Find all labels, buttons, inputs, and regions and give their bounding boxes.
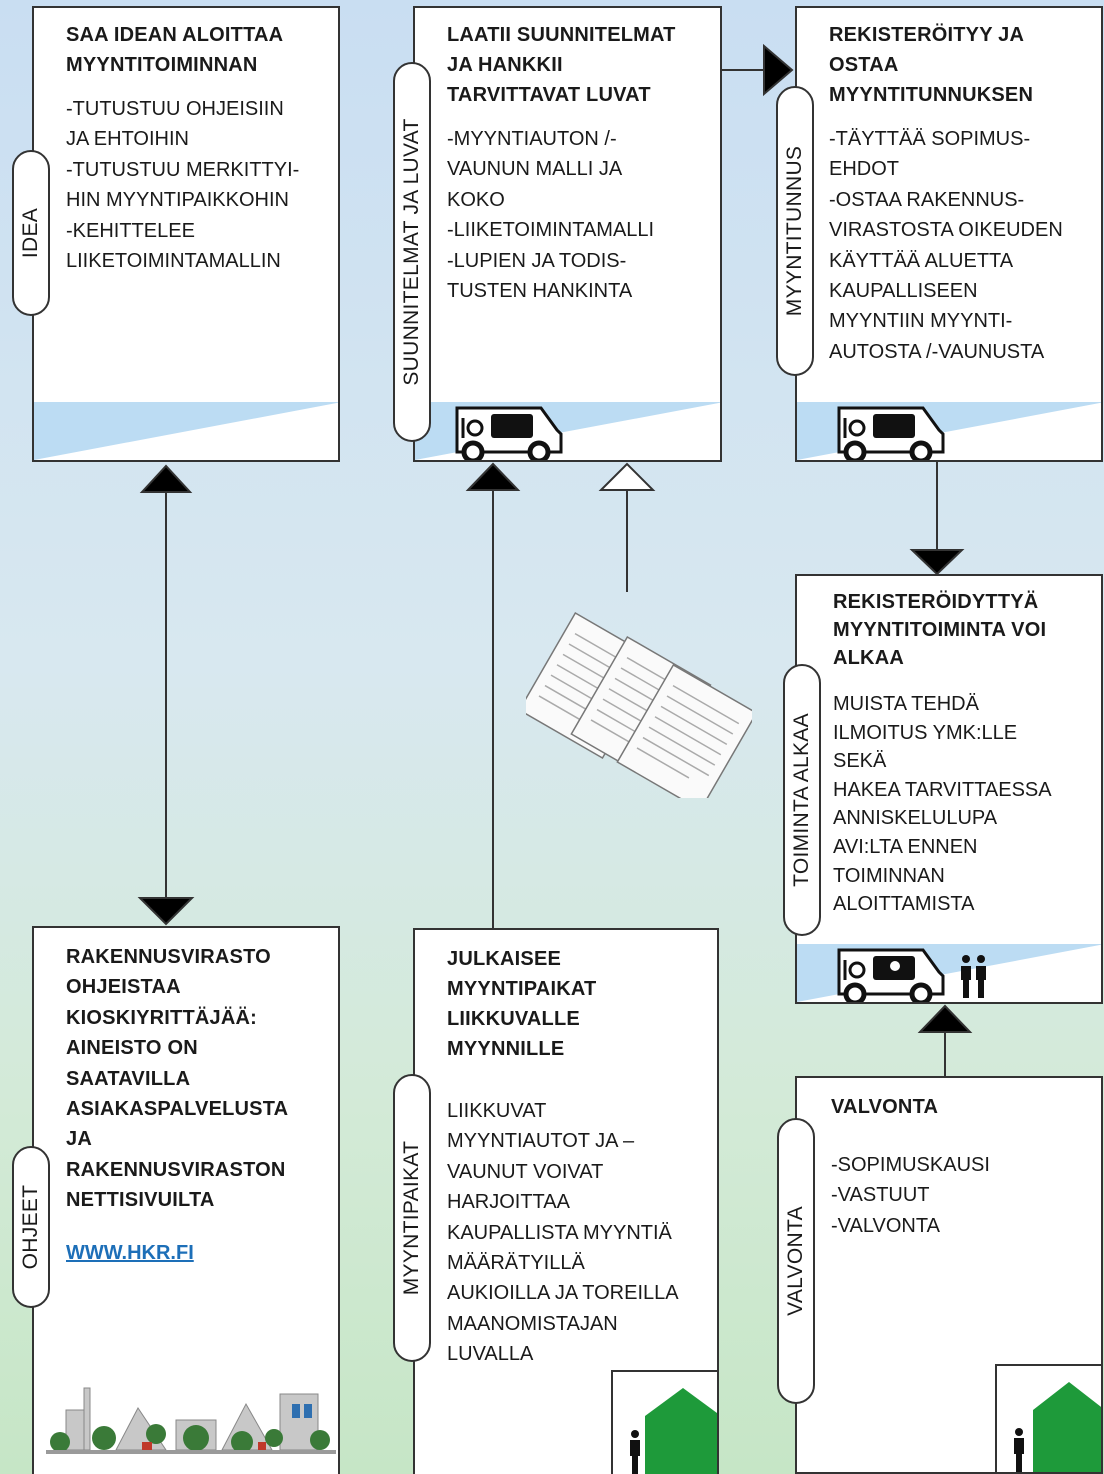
box-body: -MYYNTIAUTON /- VAUNUN MALLI JA KOKO -LI… — [447, 128, 655, 303]
sky-band — [34, 402, 338, 460]
arrowhead-up-hollow — [598, 462, 656, 491]
arrowhead-right — [763, 43, 794, 97]
box-start: REKISTERÖIDYTTYÄ MYYNTITOIMINTA VOI ALKA… — [795, 574, 1103, 1004]
food-truck-icon — [837, 948, 945, 1002]
food-truck-icon — [455, 406, 563, 460]
stage-label-register: MYYNTITUNNUS — [776, 86, 814, 376]
arrowhead-down — [909, 549, 965, 576]
documents-icon — [526, 611, 752, 798]
food-truck-icon — [837, 406, 945, 460]
building-corner — [995, 1364, 1101, 1472]
arrowhead-up — [139, 464, 193, 493]
box-body: LIIKKUVAT MYYNTIAUTOT JA – VAUNUT VOIVAT… — [447, 1100, 679, 1366]
arrowhead-up — [465, 462, 521, 491]
box-body: -SOPIMUSKAUSI -VASTUUT -VALVONTA — [831, 1154, 990, 1237]
building-corner — [611, 1370, 717, 1474]
box-heading: REKISTERÖIDYTTYÄ MYYNTITOIMINTA VOI ALKA… — [833, 591, 1047, 669]
box-control: VALVONTA -SOPIMUSKAUSI -VASTUUT -VALVONT… — [795, 1076, 1103, 1474]
city-illustration — [46, 1387, 336, 1454]
box-register: REKISTERÖITYY JA OSTAA MYYNTITUNNUKSEN -… — [795, 6, 1103, 462]
building-icon — [630, 1388, 717, 1474]
stage-label-start: TOIMINTA ALKAA — [783, 664, 821, 936]
box-heading: LAATII SUUNNITELMAT JA HANKKII TARVITTAV… — [447, 24, 676, 106]
people-icon — [961, 955, 986, 998]
person-icon — [1015, 1428, 1023, 1436]
box-idea: SAA IDEAN ALOITTAA MYYNTITOIMINNAN -TUTU… — [32, 6, 340, 462]
box-guides: RAKENNUSVIRASTO OHJEISTAA KIOSKIYRITTÄJÄ… — [32, 926, 340, 1474]
building-icon — [1014, 1382, 1101, 1472]
stage-label-plans: SUUNNITELMAT JA LUVAT — [393, 62, 431, 442]
box-body: MUISTA TEHDÄ ILMOITUS YMK:LLE SEKÄ HAKEA… — [833, 693, 1052, 916]
stage-label-idea: IDEA — [12, 150, 50, 316]
arrowhead-up — [917, 1004, 973, 1033]
box-heading: VALVONTA — [831, 1096, 939, 1118]
website-link[interactable]: WWW.HKR.FI — [66, 1241, 194, 1264]
stage-label-places: MYYNTIPAIKAT — [393, 1074, 431, 1362]
box-heading: REKISTERÖITYY JA OSTAA MYYNTITUNNUKSEN — [829, 24, 1034, 106]
box-plans: LAATII SUUNNITELMAT JA HANKKII TARVITTAV… — [413, 6, 722, 462]
stage-label-guides: OHJEET — [12, 1146, 50, 1308]
box-heading: SAA IDEAN ALOITTAA MYYNTITOIMINNAN — [66, 24, 284, 76]
box-heading: RAKENNUSVIRASTO OHJEISTAA KIOSKIYRITTÄJÄ… — [66, 946, 289, 1212]
arrowhead-down — [137, 897, 195, 926]
stage-label-control: VALVONTA — [777, 1118, 815, 1404]
box-body: -TUTUSTUU OHJEISIIN JA EHTOIHIN -TUTUSTU… — [66, 98, 300, 273]
box-heading: JULKAISEE MYYNTIPAIKAT LIIKKUVALLE MYYNN… — [447, 948, 597, 1060]
box-places: JULKAISEE MYYNTIPAIKAT LIIKKUVALLE MYYNN… — [413, 928, 719, 1474]
box-body: -TÄYTTÄÄ SOPIMUS- EHDOT -OSTAA RAKENNUS-… — [829, 128, 1063, 363]
person-icon — [631, 1430, 639, 1438]
